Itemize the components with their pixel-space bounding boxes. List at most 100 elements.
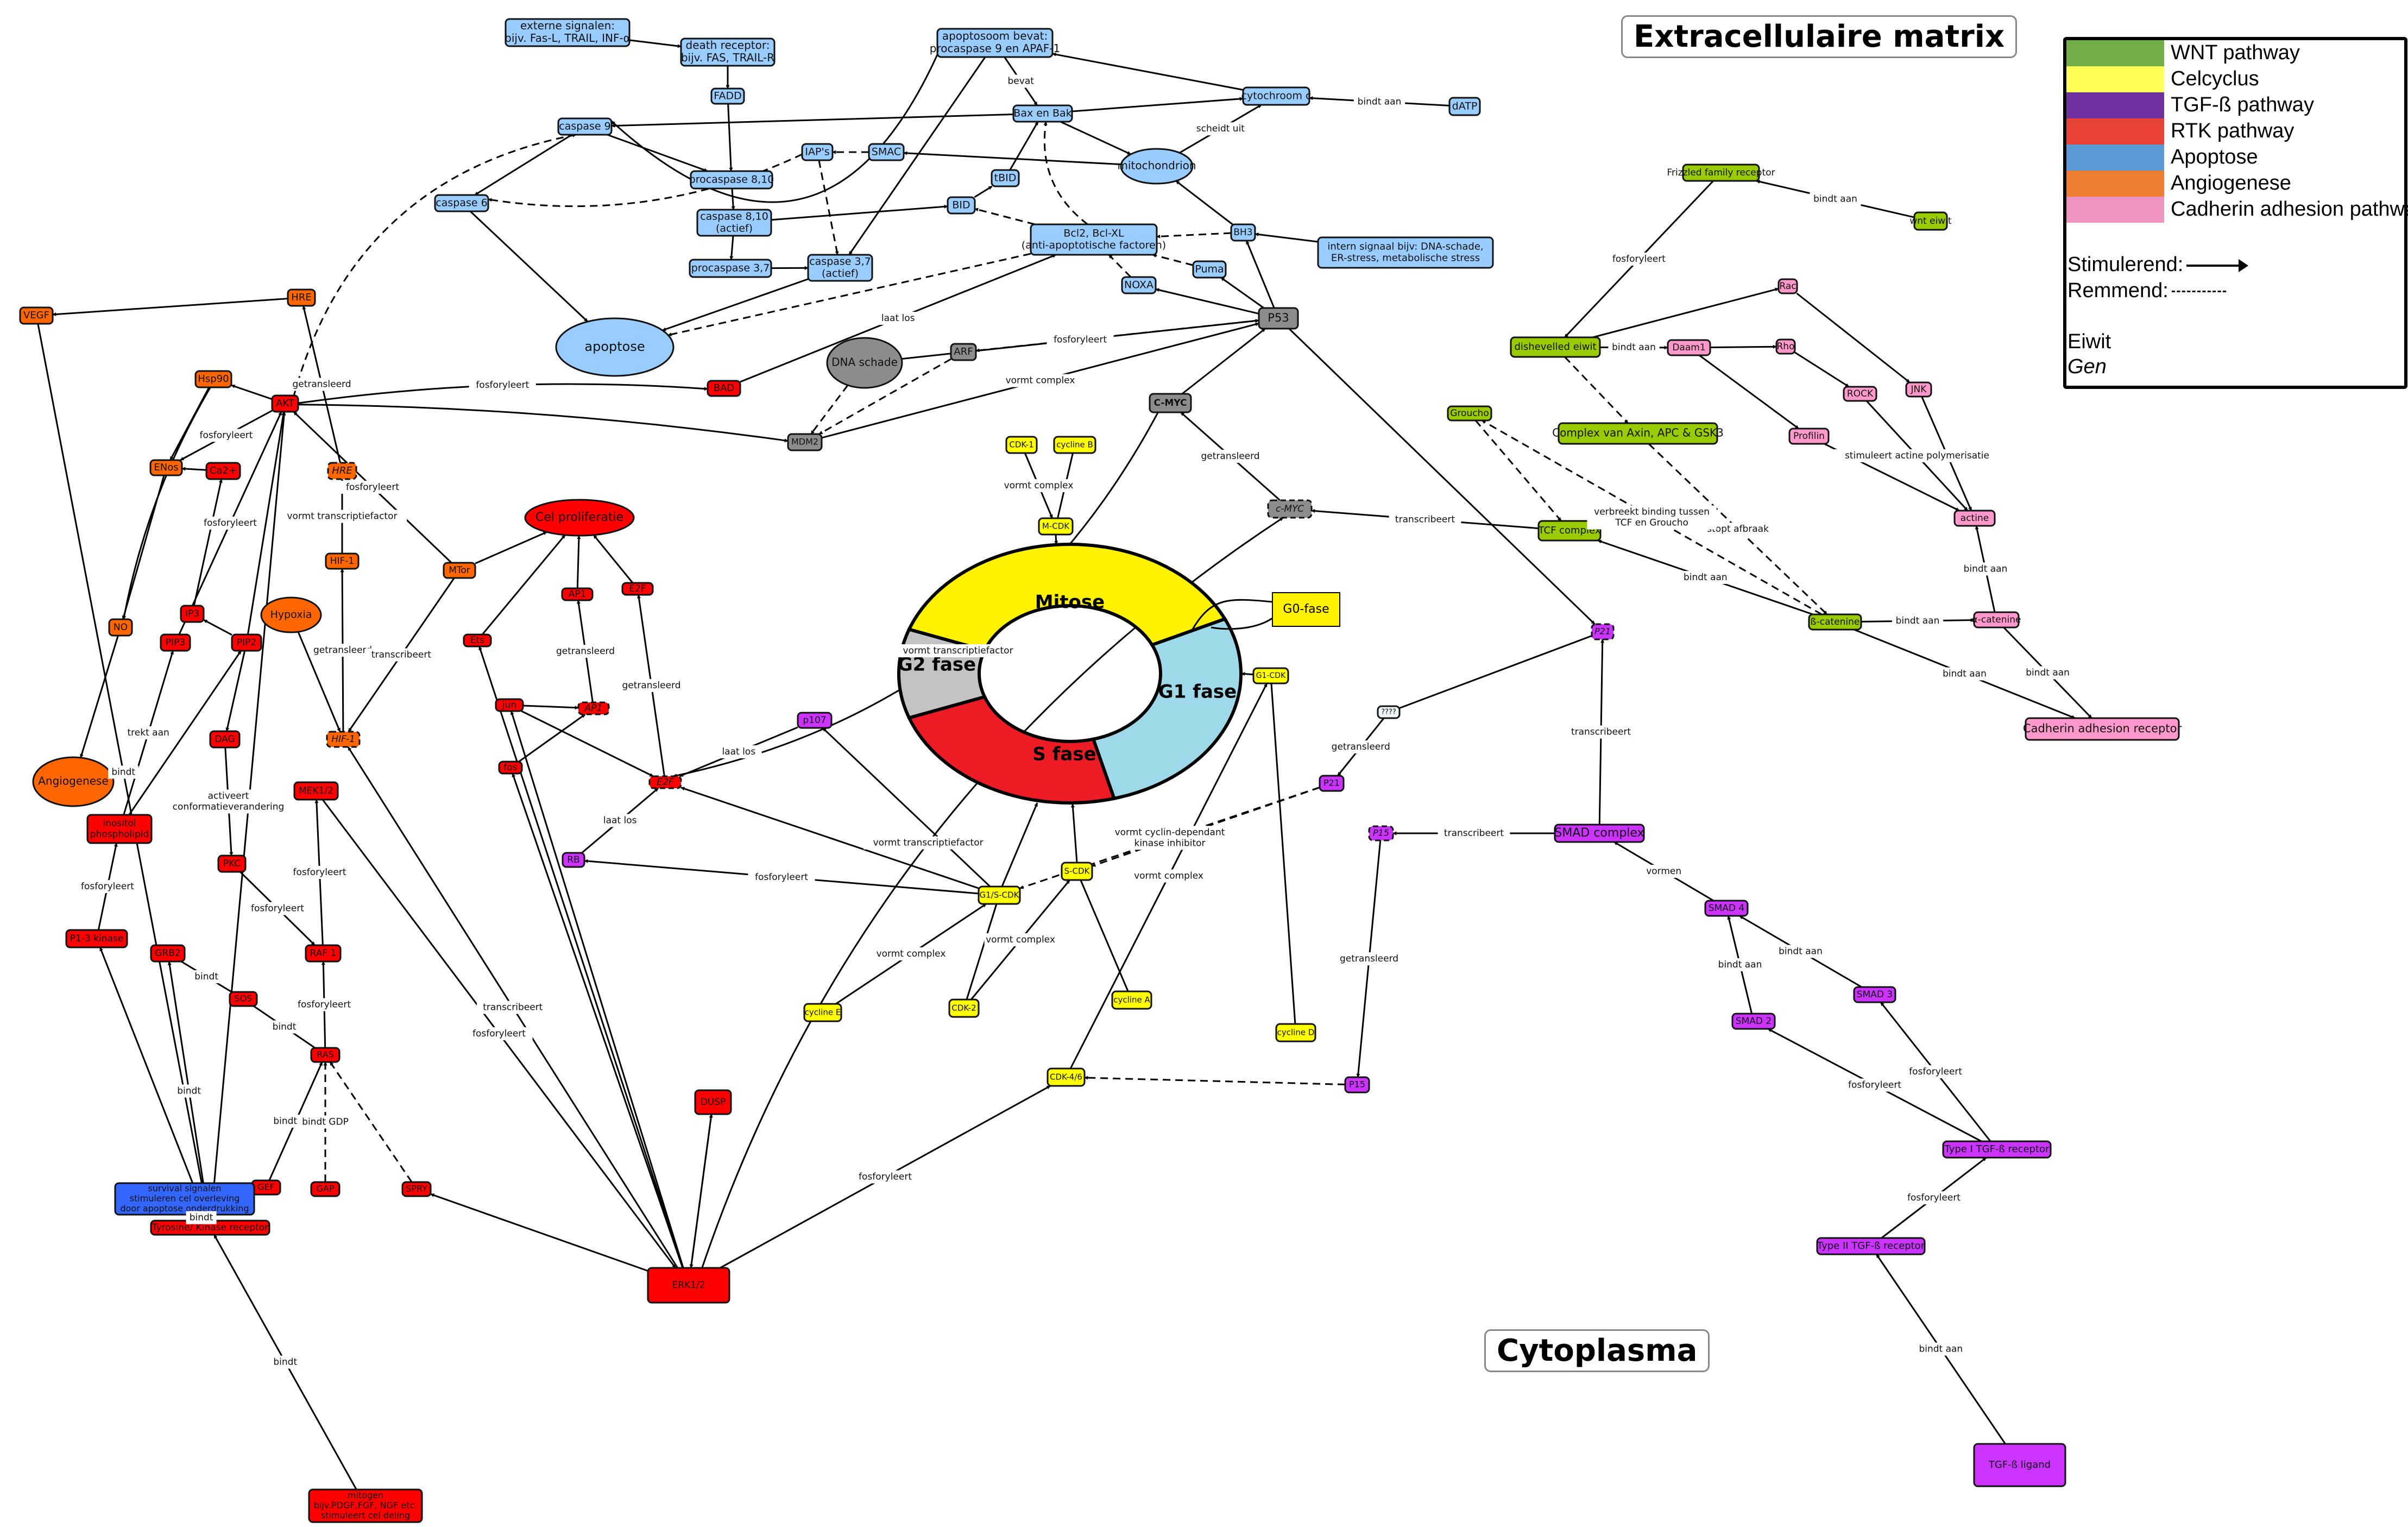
node-cycD[interactable]: cycline D — [1275, 1023, 1316, 1042]
node-raf[interactable]: RAF 1 — [305, 944, 342, 963]
node-smad3[interactable]: SMAD 3 — [1853, 986, 1896, 1003]
node-apoptosoom[interactable]: apoptosoom bevat:procaspase 9 en APAF-1 — [930, 28, 1060, 58]
node-akt[interactable]: AKT — [271, 394, 299, 413]
node-unknown[interactable]: ???? — [1377, 705, 1401, 719]
node-arf[interactable]: ARF — [950, 343, 977, 361]
node-cdk46[interactable]: CDK-4/6 — [1047, 1067, 1086, 1087]
node-e2f-gene[interactable]: E2F — [648, 775, 682, 789]
node-celprolif[interactable]: Cel proliferatie — [524, 499, 635, 537]
node-acat[interactable]: α-catenine — [1972, 611, 2021, 629]
node-rb[interactable]: RB — [562, 852, 585, 868]
node-rho[interactable]: Rho — [1775, 338, 1796, 355]
node-ca[interactable]: Ca2+ — [205, 462, 241, 480]
node-p13k[interactable]: P1-3 kinase — [65, 929, 128, 948]
node-smac[interactable]: SMAC — [868, 143, 905, 161]
node-hsp90[interactable]: Hsp90 — [194, 370, 232, 388]
node-groucho[interactable]: Groucho — [1447, 405, 1492, 422]
node-enos[interactable]: ENos — [149, 459, 183, 476]
node-spry[interactable]: SPRY — [401, 1181, 432, 1197]
node-jnk[interactable]: JNK — [1905, 381, 1932, 398]
node-angio[interactable]: Angiogenese — [32, 756, 115, 807]
node-dna[interactable]: DNA schade — [826, 337, 903, 389]
node-daam1[interactable]: Daam1 — [1667, 339, 1711, 356]
node-grb2[interactable]: GRB2 — [150, 944, 186, 963]
node-p15[interactable]: P15 — [1344, 1076, 1370, 1094]
node-hre-gene[interactable]: HRE — [327, 462, 357, 480]
node-casp37[interactable]: caspase 3,7(actief) — [807, 254, 873, 282]
node-wnt[interactable]: wnt eiwit — [1909, 211, 1952, 231]
node-rac[interactable]: Rac — [1777, 278, 1798, 294]
node-ap1-gene[interactable]: AP1 — [577, 701, 610, 715]
node-cycB[interactable]: cycline B — [1053, 436, 1096, 454]
node-gef[interactable]: GEF — [251, 1179, 281, 1196]
node-cdk1[interactable]: CDK-1 — [1005, 436, 1038, 454]
node-dusp[interactable]: DUSP — [694, 1089, 732, 1115]
node-ap1[interactable]: AP1 — [561, 587, 594, 601]
node-cadh[interactable]: Cadherin adhesion receptor — [2023, 717, 2182, 741]
node-g1scdk[interactable]: G1/S-CDK — [978, 885, 1021, 905]
node-casp6[interactable]: caspase 6 — [434, 194, 489, 212]
node-ras[interactable]: RAS — [310, 1047, 341, 1063]
node-pip2[interactable]: PIP2 — [231, 633, 262, 652]
node-bid[interactable]: BID — [947, 196, 976, 215]
node-puma[interactable]: Puma — [1192, 260, 1227, 279]
node-intern[interactable]: intern signaal bijv: DNA-schade, ER-stre… — [1317, 236, 1494, 269]
node-casp810[interactable]: caspase 8,10(actief) — [696, 209, 772, 237]
node-bcl2[interactable]: Bcl2, Bcl-XL(anti-apoptotische factoren) — [1022, 223, 1166, 256]
node-dag[interactable]: DAG — [209, 730, 241, 749]
node-mdm2[interactable]: MDM2 — [787, 433, 823, 451]
node-p21[interactable]: P21 — [1319, 775, 1345, 792]
node-bh3[interactable]: BH3 — [1230, 223, 1256, 242]
node-bad[interactable]: BAD — [707, 380, 741, 397]
node-cycE[interactable]: cycline E — [803, 1003, 842, 1022]
node-fadd[interactable]: FADD — [710, 87, 745, 105]
node-gap[interactable]: GAP — [310, 1181, 341, 1197]
node-apoptose[interactable]: apoptose — [555, 317, 675, 377]
node-smad4[interactable]: SMAD 4 — [1704, 900, 1749, 917]
node-tkr[interactable]: Tyrosine/ Kinase receptor — [150, 1220, 270, 1236]
node-rock[interactable]: ROCK — [1843, 386, 1877, 402]
node-death-rec[interactable]: death receptor:bijv. FAS, TRAIL-R — [680, 37, 776, 67]
node-baxbak[interactable]: Bax en Bak — [1012, 104, 1073, 123]
node-cmyc[interactable]: C-MYC — [1149, 393, 1192, 413]
node-procasp37[interactable]: procaspase 3,7 — [689, 259, 772, 278]
node-mtor[interactable]: MTor — [443, 562, 476, 579]
node-profilin[interactable]: Profilin — [1788, 428, 1830, 445]
node-pkc[interactable]: PKC — [217, 854, 247, 873]
node-jun[interactable]: jun — [495, 698, 524, 712]
node-ets[interactable]: Ets — [463, 633, 492, 648]
node-vegf[interactable]: VEGF — [19, 306, 54, 325]
node-hif1-gene[interactable]: HIF-1 — [326, 731, 361, 748]
node-mek[interactable]: MEK1/2 — [293, 781, 339, 801]
node-ip3[interactable]: IP3 — [180, 605, 205, 623]
node-hypoxia[interactable]: Hypoxia — [260, 596, 322, 633]
node-tgfl[interactable]: TGF-ß ligand — [1973, 1443, 2066, 1487]
node-e2f[interactable]: E2F — [621, 582, 654, 596]
node-tgfr2[interactable]: Type II TGF-ß receptor — [1816, 1237, 1926, 1255]
node-scdk[interactable]: S-CDK — [1061, 862, 1093, 881]
node-cytc[interactable]: cytochroom c — [1241, 86, 1312, 106]
node-tbid[interactable]: tBID — [991, 169, 1020, 187]
node-iaps[interactable]: IAP's — [801, 143, 834, 161]
node-p15-gene[interactable]: P15 — [1368, 825, 1394, 841]
node-tcf[interactable]: TCF complex — [1537, 520, 1602, 542]
node-mito[interactable]: mitochondrion — [1117, 148, 1196, 185]
node-g1cdk[interactable]: G1-CDK — [1252, 667, 1289, 684]
node-casp9[interactable]: caspase 9 — [557, 117, 613, 136]
node-smad2[interactable]: SMAD 2 — [1731, 1013, 1776, 1030]
node-hif1[interactable]: HIF-1 — [325, 552, 360, 570]
node-erk[interactable]: ERK1/2 — [647, 1267, 730, 1304]
node-procasp810[interactable]: procaspase 8,10 — [689, 170, 774, 190]
node-pip3[interactable]: PIP3 — [160, 633, 191, 652]
node-no[interactable]: NO — [108, 618, 133, 637]
node-bcat[interactable]: ß-catenine — [1808, 613, 1862, 631]
node-smadc[interactable]: SMAD complex — [1554, 824, 1645, 843]
node-dishev[interactable]: dishevelled eiwit — [1510, 336, 1601, 358]
node-mcdk[interactable]: M-CDK — [1038, 517, 1074, 536]
node-ext-sig[interactable]: externe signalen:bijv. Fas-L, TRAIL, INF… — [505, 18, 631, 47]
node-p21-gene[interactable]: P21 — [1591, 623, 1615, 640]
node-p107[interactable]: p107 — [797, 712, 833, 729]
